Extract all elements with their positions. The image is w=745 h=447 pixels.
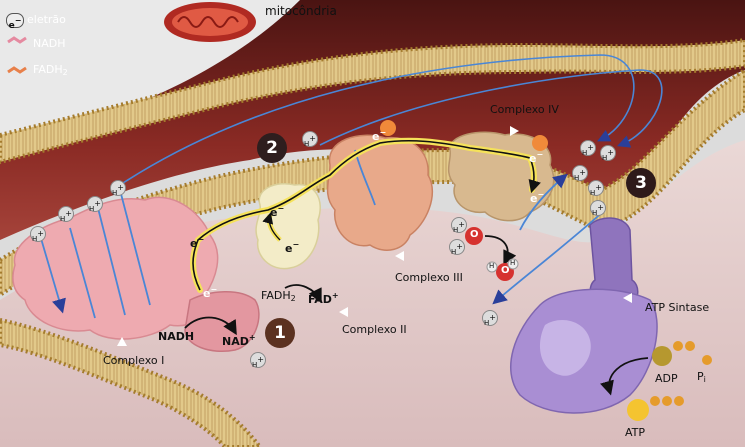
proton-arcs [119, 54, 663, 186]
oxygen-atom [465, 227, 483, 245]
pi-label: Pi [697, 370, 706, 384]
water-hydrogen-1 [486, 261, 498, 273]
adp-label: ADP [655, 372, 678, 385]
electron-path [190, 137, 541, 293]
atp-synthase-label: ATP Sintase [645, 301, 710, 314]
legend-nadh-label: NADH [33, 37, 66, 50]
complex-iii-shape [326, 134, 434, 251]
legend-electron-symbol: e [8, 21, 15, 31]
reaction-arrows [184, 235, 649, 396]
water-hydrogen-2 [507, 258, 519, 270]
legend-fadh2-label: FADH2 [33, 63, 68, 77]
proton-ion-14: H+ [250, 352, 266, 369]
proton-ion-4: H+ [110, 180, 126, 197]
legend-electron-label: eletrão [27, 13, 66, 26]
lower-membrane [0, 317, 263, 447]
water-h1-label: H [489, 262, 495, 270]
complex-ii-shape [255, 183, 321, 270]
complex-iv-label: Complexo IV [490, 103, 559, 116]
water-h2-label: H [510, 259, 516, 267]
atp-label: ATP [625, 426, 646, 439]
fadh2-label: FADH2 [261, 289, 296, 303]
nadh-label: NADH [158, 330, 195, 343]
mitochondrion-label: mitocôndria [265, 4, 337, 18]
fad-label: FAD+ [308, 291, 339, 306]
complex-iii-cytochrome [380, 120, 396, 136]
proton-ion-1: H+ [30, 226, 46, 243]
electron-label-4: e− [285, 240, 300, 255]
adp-molecule [652, 341, 695, 366]
electron-label-1: e− [190, 235, 205, 250]
mitochondrion-icon [164, 2, 256, 42]
legend-nadh-icon [7, 36, 27, 44]
label-pointers [117, 126, 632, 346]
complex-iv-cytochrome [532, 135, 548, 151]
step-badge-3: 3 [626, 168, 656, 198]
proton-ion-5: H+ [302, 131, 318, 148]
electron-label-3: e− [270, 204, 285, 219]
complex-ii-label: Complexo II [342, 323, 407, 336]
legend-fadh2-icon [7, 66, 27, 74]
legend-electron-badge: e− [6, 13, 24, 31]
proton-ion-3: H+ [87, 196, 103, 213]
electron-label-5: e− [372, 128, 387, 143]
complex-i-arm [184, 291, 260, 352]
proton-ion-6: H+ [451, 217, 467, 234]
oxygen-label: O [470, 229, 479, 240]
step-badge-1: 1 [265, 318, 295, 348]
proton-ion-13: H+ [482, 310, 498, 327]
proton-ion-7: H+ [449, 239, 465, 256]
step-badge-2: 2 [257, 133, 287, 163]
outer-membrane [0, 37, 745, 165]
electron-label-6: e− [529, 150, 544, 165]
proton-ion-10: H+ [572, 165, 588, 182]
proton-ion-11: H+ [588, 180, 604, 197]
phosphate-molecule [702, 355, 712, 365]
electron-label-2: e− [203, 285, 218, 300]
atp-molecule [627, 396, 684, 421]
complex-iii-label: Complexo III [395, 271, 463, 284]
proton-ion-9: H+ [600, 145, 616, 162]
nad-label: NAD+ [222, 333, 256, 348]
atp-synthase-shape [510, 217, 658, 414]
electron-label-7: e− [530, 190, 545, 205]
water-o-label: O [501, 265, 510, 276]
proton-ion-8: H+ [580, 140, 596, 157]
complex-i-label: Complexo I [103, 354, 165, 367]
proton-channels [39, 149, 606, 319]
proton-ion-12: H+ [590, 200, 606, 217]
proton-ion-2: H+ [58, 206, 74, 223]
